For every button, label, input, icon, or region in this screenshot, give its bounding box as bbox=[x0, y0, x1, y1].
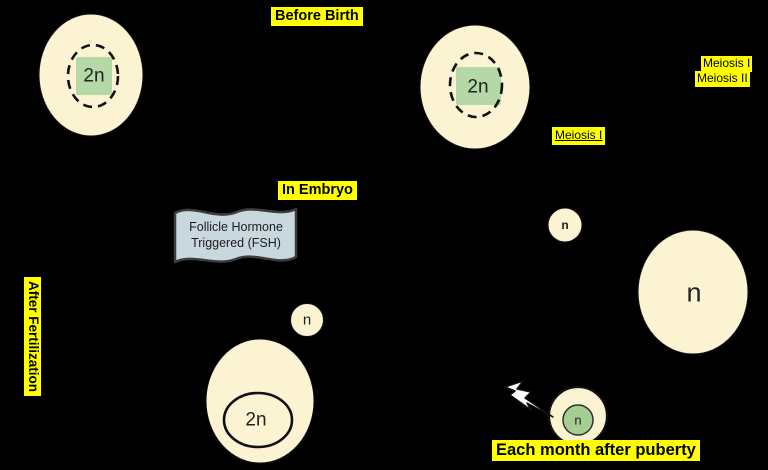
lightning-bolt-icon bbox=[504, 380, 554, 418]
oogonium-nucleus bbox=[76, 57, 112, 95]
after-fertilization-label: After Fertilization bbox=[24, 277, 41, 397]
ovum-ploidy-label: n bbox=[574, 412, 582, 428]
oogonium-ploidy-label: 2n bbox=[83, 65, 105, 87]
primary-oocyte-nucleus bbox=[456, 67, 501, 105]
meiosis-2-right-label: Meiosis II bbox=[695, 71, 750, 87]
meiosis-1-center-label: Meiosis I bbox=[552, 127, 606, 145]
zygote-nucleus-outline bbox=[222, 391, 294, 449]
secondary-oocyte-ploidy-label: n bbox=[686, 277, 702, 308]
before-birth-label: Before Birth bbox=[271, 7, 363, 26]
zygote-ploidy-label: 2n bbox=[245, 409, 267, 431]
primary-oocyte-nuclear-membrane-dashed bbox=[448, 51, 504, 119]
zygote-cell bbox=[205, 338, 315, 464]
each-month-after-puberty-label: Each month after puberty bbox=[492, 440, 700, 461]
second-polar-body-cell bbox=[290, 303, 324, 337]
fsh-callout-text: Follicle Hormone Triggered (FSH) bbox=[189, 219, 283, 252]
oogonium-nuclear-membrane-dashed bbox=[66, 43, 120, 109]
second-polar-body-ploidy-label: n bbox=[302, 311, 312, 329]
ovum-nucleus bbox=[562, 404, 594, 436]
meiosis-1-right-label: Meiosis I bbox=[701, 56, 753, 72]
in-embryo-label: In Embryo bbox=[278, 181, 357, 200]
first-polar-body-ploidy-label: n bbox=[561, 218, 569, 232]
secondary-oocyte-cell bbox=[637, 229, 749, 355]
primary-oocyte-ploidy-label: 2n bbox=[467, 76, 489, 98]
first-polar-body-cell bbox=[547, 207, 583, 243]
fsh-callout-box bbox=[173, 207, 298, 264]
fsh-callout-line1: Follicle Hormone bbox=[189, 219, 283, 234]
fsh-callout-line2: Triggered (FSH) bbox=[191, 236, 281, 250]
